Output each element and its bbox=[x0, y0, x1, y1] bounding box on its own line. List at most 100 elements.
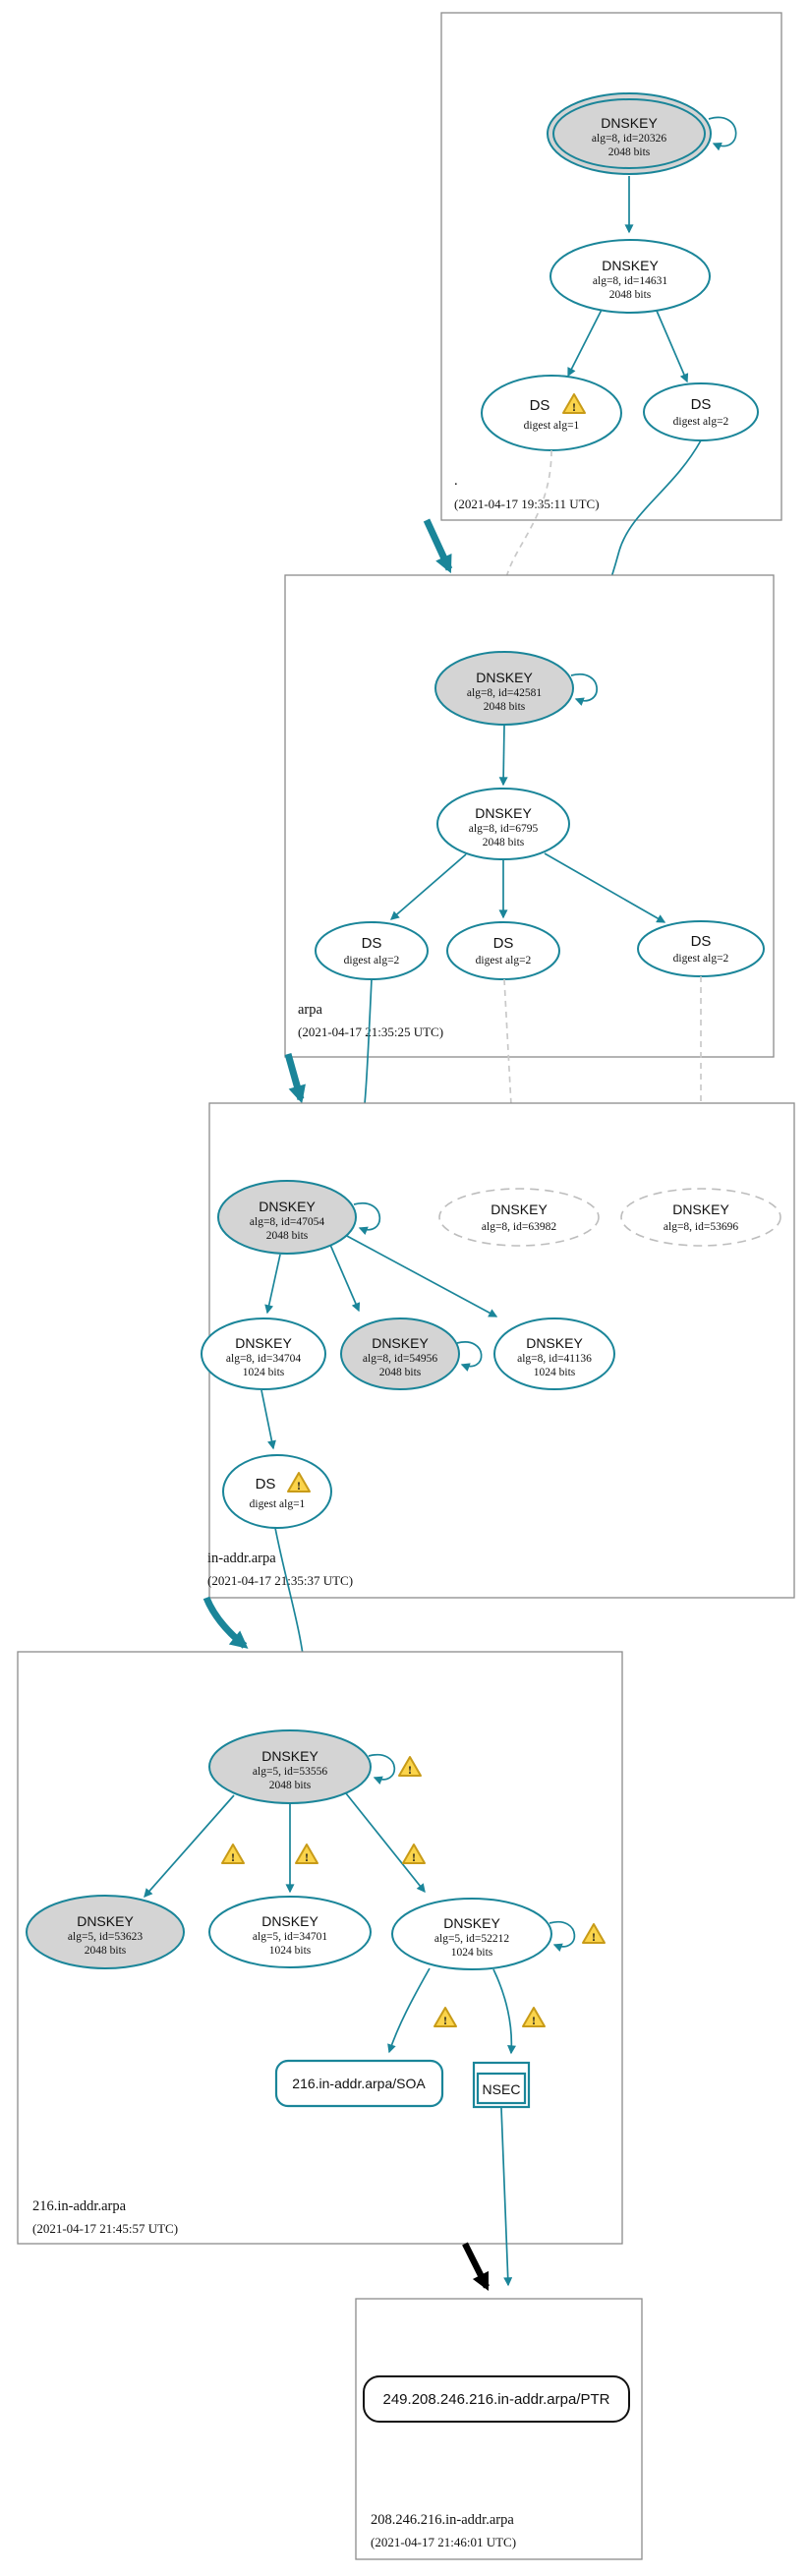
dnskey-53623-node[interactable]: DNSKEY alg=5, id=53623 2048 bits bbox=[26, 1895, 185, 1969]
node-title: DNSKEY bbox=[443, 1915, 500, 1931]
ds-node-arpa-3[interactable]: DS digest alg=2 bbox=[637, 920, 765, 977]
ds-node-arpa-2[interactable]: DS digest alg=2 bbox=[446, 921, 560, 980]
node-detail: alg=8, id=63982 bbox=[482, 1221, 556, 1233]
dnskey-53696-node[interactable]: DNSKEY alg=8, id=53696 bbox=[620, 1188, 781, 1247]
node-label: 249.208.246.216.in-addr.arpa/PTR bbox=[383, 2391, 610, 2408]
node-detail: 2048 bits bbox=[608, 146, 651, 158]
edge-root-ksk-selfloop bbox=[708, 116, 737, 151]
node-title: DNSKEY bbox=[77, 1913, 134, 1929]
node-detail: alg=8, id=20326 bbox=[592, 133, 666, 145]
dnskey-47054-node[interactable]: DNSKEY alg=8, id=47054 2048 bits bbox=[217, 1180, 357, 1255]
dnskey-41136-node[interactable]: DNSKEY alg=8, id=41136 1024 bits bbox=[493, 1317, 615, 1390]
warning-icon: ! bbox=[582, 1923, 606, 1944]
zone-timestamp: (2021-04-17 21:35:37 UTC) bbox=[207, 1573, 353, 1588]
node-title: DNSKEY bbox=[476, 670, 533, 685]
edge-arpa-zsk-ds1 bbox=[389, 853, 467, 920]
edge-inaddr-ksk-41136 bbox=[344, 1234, 498, 1317]
ds-node-inaddr[interactable]: DS ! digest alg=1 bbox=[222, 1454, 332, 1529]
dnskey-42581-node[interactable]: DNSKEY alg=8, id=42581 2048 bits bbox=[434, 651, 574, 726]
node-title: DNSKEY bbox=[235, 1335, 292, 1351]
node-title: DS bbox=[691, 933, 712, 950]
zone-timestamp: (2021-04-17 21:35:25 UTC) bbox=[298, 1025, 443, 1039]
nsec-node[interactable]: NSEC bbox=[472, 2061, 531, 2109]
svg-text:!: ! bbox=[532, 2014, 536, 2027]
svg-text:!: ! bbox=[408, 1763, 412, 1777]
node-title: DNSKEY bbox=[259, 1199, 316, 1214]
node-label: 216.in-addr.arpa/SOA bbox=[292, 2076, 426, 2091]
warning-icon: ! bbox=[433, 2007, 457, 2027]
warning-icon: ! bbox=[562, 393, 586, 414]
edge-delegation-inaddr-216 bbox=[202, 1596, 249, 1649]
node-detail: 1024 bits bbox=[451, 1947, 493, 1959]
edge-52212-selfloop bbox=[549, 1920, 576, 1952]
node-detail: digest alg=2 bbox=[476, 955, 532, 966]
node-detail: 2048 bits bbox=[483, 837, 525, 849]
svg-text:!: ! bbox=[572, 400, 576, 414]
node-title: DNSKEY bbox=[672, 1201, 729, 1217]
dnskey-63982-node[interactable]: DNSKEY alg=8, id=63982 bbox=[438, 1188, 600, 1247]
node-title: DNSKEY bbox=[261, 1913, 318, 1929]
node-title: DS bbox=[691, 396, 712, 413]
edge-root-zsk-ds2 bbox=[656, 310, 689, 383]
edge-inaddr-ksk-54956 bbox=[329, 1244, 361, 1313]
node-detail: digest alg=2 bbox=[673, 416, 729, 428]
zone-label: arpa bbox=[298, 1002, 323, 1018]
node-detail: 2048 bits bbox=[266, 1230, 309, 1242]
warning-icon: ! bbox=[287, 1472, 311, 1493]
node-detail: alg=5, id=52212 bbox=[434, 1933, 509, 1945]
edge-54956-selfloop bbox=[456, 1341, 483, 1372]
ds-node-root-alg1[interactable]: DS ! digest alg=1 bbox=[481, 375, 622, 451]
node-title: DNSKEY bbox=[261, 1748, 318, 1764]
svg-text:!: ! bbox=[412, 1850, 416, 1864]
dnskey-14631-node[interactable]: DNSKEY alg=8, id=14631 2048 bits bbox=[549, 239, 711, 314]
zone-timestamp: (2021-04-17 21:46:01 UTC) bbox=[371, 2535, 516, 2549]
node-title: DS bbox=[256, 1476, 276, 1493]
node-detail: digest alg=1 bbox=[250, 1498, 306, 1510]
dnskey-34701-node[interactable]: DNSKEY alg=5, id=34701 1024 bits bbox=[208, 1896, 372, 1968]
edge-34704-ds bbox=[260, 1389, 276, 1450]
node-detail: 2048 bits bbox=[379, 1367, 422, 1378]
node-detail: 2048 bits bbox=[269, 1780, 312, 1791]
dnskey-20326-node[interactable]: DNSKEY alg=8, id=20326 2048 bits bbox=[547, 92, 712, 175]
ds-node-root-alg2[interactable]: DS digest alg=2 bbox=[643, 382, 759, 441]
zone-box-leaf bbox=[355, 2298, 643, 2560]
node-detail: digest alg=1 bbox=[524, 420, 580, 432]
node-title: DNSKEY bbox=[526, 1335, 583, 1351]
dnskey-52212-node[interactable]: DNSKEY alg=5, id=52212 1024 bits bbox=[391, 1898, 552, 1970]
node-title: DNSKEY bbox=[601, 115, 658, 131]
edge-delegation-root-arpa bbox=[423, 518, 453, 574]
node-detail: alg=8, id=34704 bbox=[226, 1353, 301, 1365]
node-detail: digest alg=2 bbox=[344, 955, 400, 966]
svg-text:!: ! bbox=[305, 1850, 309, 1864]
zone-label: in-addr.arpa bbox=[207, 1551, 276, 1566]
node-detail: alg=5, id=53556 bbox=[253, 1766, 327, 1778]
node-detail: 1024 bits bbox=[269, 1945, 312, 1957]
edge-nsec-leaf bbox=[500, 2107, 513, 2287]
node-title: DNSKEY bbox=[491, 1201, 548, 1217]
zone-timestamp: (2021-04-17 19:35:11 UTC) bbox=[454, 497, 600, 511]
zone-timestamp: (2021-04-17 21:45:57 UTC) bbox=[32, 2221, 178, 2236]
node-title: DS bbox=[530, 397, 550, 414]
edge-52212-nsec bbox=[492, 1968, 517, 2055]
ds-node-arpa-1[interactable]: DS digest alg=2 bbox=[315, 921, 429, 980]
edge-arpa-ksk-selfloop bbox=[570, 673, 598, 706]
soa-node[interactable]: 216.in-addr.arpa/SOA bbox=[274, 2059, 444, 2108]
zone-label: 216.in-addr.arpa bbox=[32, 2198, 127, 2214]
dnskey-6795-node[interactable]: DNSKEY alg=8, id=6795 2048 bits bbox=[436, 788, 570, 860]
edge-52212-soa bbox=[387, 1967, 431, 2054]
zone-label: 208.246.216.in-addr.arpa bbox=[371, 2512, 514, 2528]
node-title: DS bbox=[362, 935, 382, 952]
node-title: DNSKEY bbox=[475, 805, 532, 821]
zone-216: 216.in-addr.arpa (2021-04-17 21:45:57 UT… bbox=[17, 1651, 623, 2245]
node-title: DNSKEY bbox=[602, 258, 659, 273]
svg-text:!: ! bbox=[592, 1930, 596, 1944]
node-detail: digest alg=2 bbox=[673, 953, 729, 965]
edge-delegation-arpa-inaddr bbox=[284, 1053, 306, 1104]
edge-216-ksk-selfloop bbox=[368, 1753, 396, 1785]
dnskey-54956-node[interactable]: DNSKEY alg=8, id=54956 2048 bits bbox=[340, 1317, 460, 1390]
ptr-node[interactable]: 249.208.246.216.in-addr.arpa/PTR bbox=[363, 2375, 630, 2423]
node-detail: 2048 bits bbox=[609, 289, 652, 301]
dnskey-53556-node[interactable]: DNSKEY alg=5, id=53556 2048 bits bbox=[208, 1729, 372, 1804]
dnskey-34704-node[interactable]: DNSKEY alg=8, id=34704 1024 bits bbox=[201, 1317, 326, 1390]
